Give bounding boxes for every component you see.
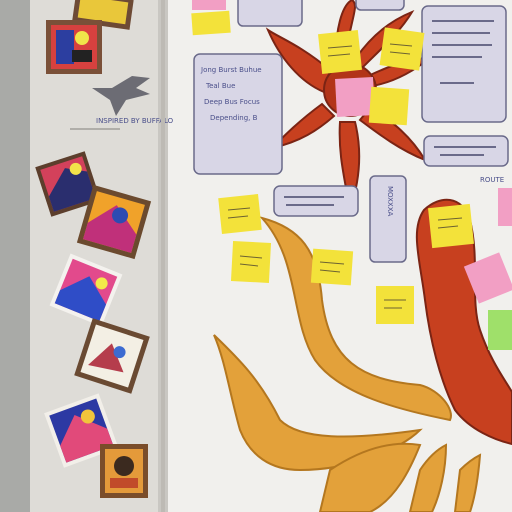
flame-shapes <box>213 216 482 512</box>
sticky-notes <box>191 0 512 350</box>
sticky-note-yellow <box>428 203 474 249</box>
sticky-note-yellow <box>379 27 425 71</box>
art-tile-2 <box>46 20 102 74</box>
left-shadow <box>0 0 30 512</box>
star-logo: INSPIRED BY BUFFALO <box>70 76 174 130</box>
card-top-mid <box>355 0 405 11</box>
ledge <box>161 0 165 512</box>
sticky-note-yellow <box>230 241 272 283</box>
card-right-top <box>421 5 507 123</box>
sticky-note-yellow <box>191 10 231 36</box>
sticky-note-pink <box>192 0 226 10</box>
art-tile-4 <box>76 184 152 260</box>
sticky-note-yellow <box>376 286 414 324</box>
card-right-mid <box>423 135 509 167</box>
card-top-small <box>237 0 303 27</box>
sticky-note-pink <box>463 252 512 304</box>
art-tile-3 <box>35 151 101 217</box>
art-tile-8 <box>100 444 148 498</box>
sticky-note-yellow <box>218 194 262 234</box>
sticky-note-pink <box>335 77 375 117</box>
sticky-note-yellow <box>368 86 410 126</box>
art-tile-1 <box>72 0 134 30</box>
left-card-line-2: Teal Bue <box>205 82 235 90</box>
vertical-card-text: MOXXXA <box>386 186 394 216</box>
left-card-line-4: Depending, B <box>210 114 258 122</box>
left-card-line-3: Deep Bus Focus <box>204 98 260 106</box>
card-left: Jong Burst Buhue Teal Bue Deep Bus Focus… <box>193 53 283 175</box>
art-tile-5 <box>49 253 123 327</box>
card-mid <box>273 185 359 217</box>
sticky-note-green <box>488 310 512 350</box>
sticky-note-pink <box>498 188 512 226</box>
sticky-note-yellow <box>318 30 362 74</box>
art-tile-6 <box>74 318 150 394</box>
card-vertical: MOXXXA <box>369 175 407 263</box>
sticky-scribbles <box>227 43 463 309</box>
art-tile-7 <box>44 393 119 468</box>
star-caption: INSPIRED BY BUFFALO <box>96 117 174 125</box>
left-card-line-1: Jong Burst Buhue <box>200 66 262 74</box>
sticky-note-yellow <box>310 248 354 286</box>
right-card-label: ROUTE <box>480 176 504 184</box>
